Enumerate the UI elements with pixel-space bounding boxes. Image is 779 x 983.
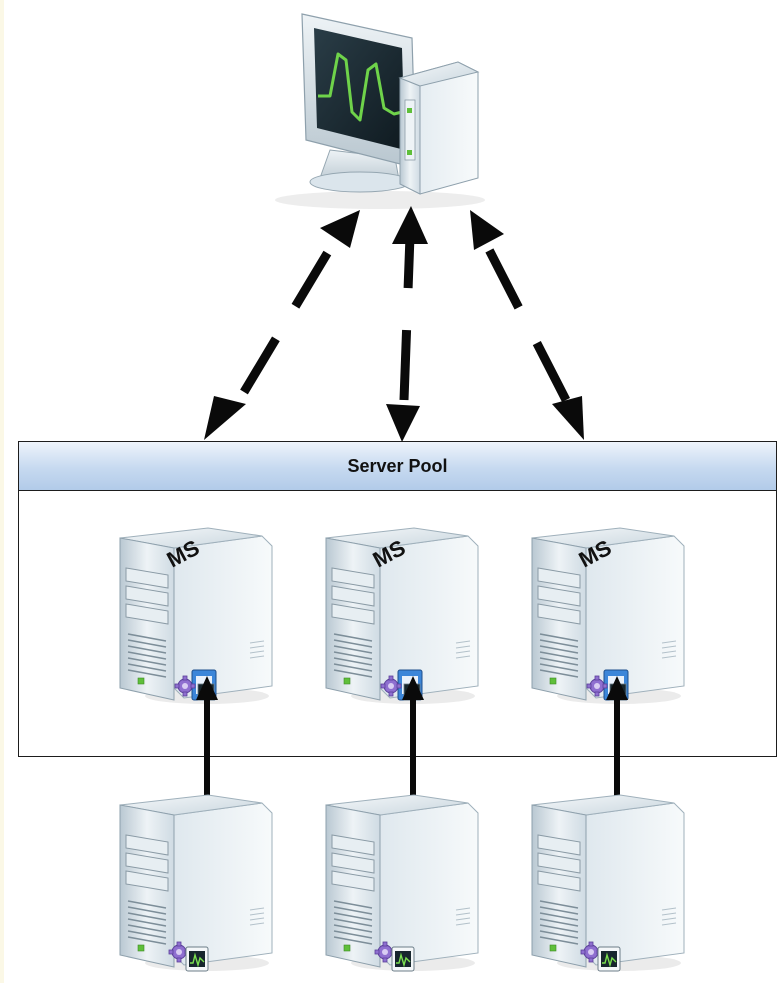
connection-arrows-top [204, 206, 584, 442]
arrow-right [470, 210, 584, 440]
pool-server-3: MS [531, 527, 685, 705]
connection-arrows-bottom [196, 676, 628, 800]
monitored-server-1 [119, 794, 273, 972]
arrow-up-3 [606, 676, 628, 800]
arrow-up-1 [196, 676, 218, 800]
arrow-middle [386, 206, 428, 442]
monitoring-console-icon [275, 13, 485, 209]
monitored-server-2 [325, 794, 479, 972]
server-pool-header: Server Pool [19, 442, 776, 491]
pool-server-2: MS [325, 527, 479, 705]
pool-server-1: MS [119, 527, 273, 705]
server-pool-title: Server Pool [347, 455, 448, 476]
arrow-left [204, 210, 360, 440]
monitored-server-3 [531, 794, 685, 972]
page-edge [0, 0, 4, 983]
arrow-up-2 [402, 676, 424, 800]
